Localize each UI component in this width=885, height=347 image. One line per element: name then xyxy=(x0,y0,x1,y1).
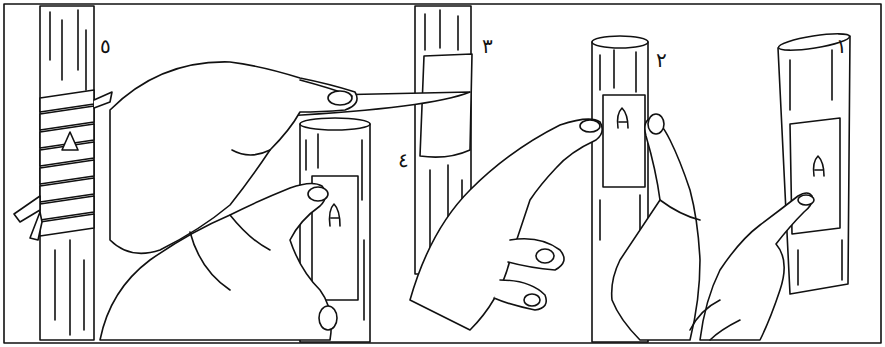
step-number: ١ xyxy=(836,36,847,56)
patched-stick xyxy=(778,30,851,294)
hand-right xyxy=(612,114,700,340)
hand-press xyxy=(100,183,337,340)
hand-pointing xyxy=(690,193,814,340)
frame xyxy=(4,4,881,343)
wrapped-stick xyxy=(14,6,112,340)
step-number: ٥ xyxy=(100,36,111,56)
step-number: ٤ xyxy=(398,150,409,170)
step-number: ٢ xyxy=(656,50,667,70)
step-number: ٣ xyxy=(482,36,493,56)
hand-left xyxy=(410,119,602,330)
